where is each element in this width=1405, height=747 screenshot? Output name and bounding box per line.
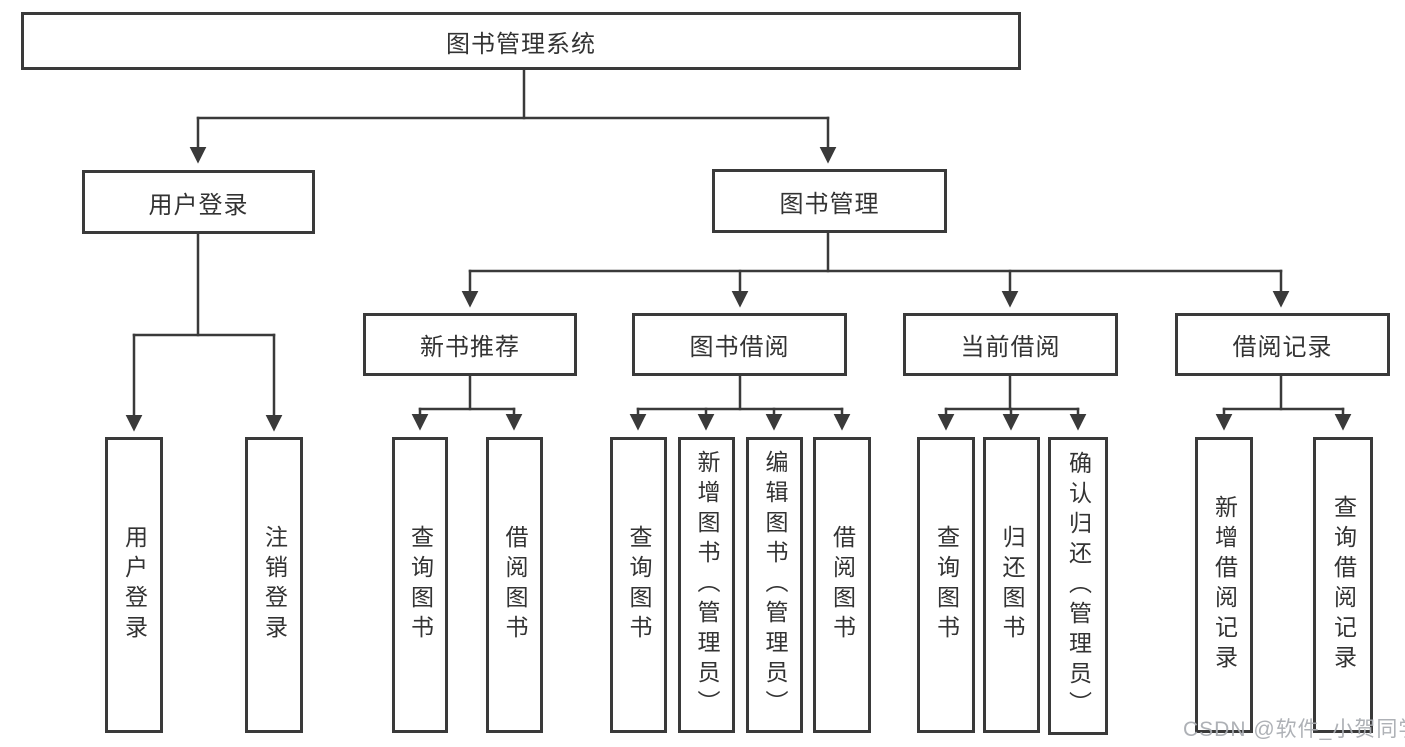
node-label: 新增图书（管理员） (694, 450, 720, 720)
node-label: 图书管理系统 (446, 30, 596, 58)
node-current-borrow: 当前借阅 (903, 313, 1118, 376)
node-root-system: 图书管理系统 (21, 12, 1021, 70)
node-book-borrow: 图书借阅 (632, 313, 847, 376)
node-label: 新增借阅记录 (1211, 495, 1238, 675)
node-label: 借阅图书 (502, 525, 528, 645)
node-label: 当前借阅 (960, 334, 1061, 361)
node-label: 归还图书 (999, 525, 1025, 645)
node-label: 注销登录 (261, 525, 288, 645)
node-label: 图书借阅 (689, 334, 790, 361)
leaf-query-books-2: 查询图书 (610, 437, 667, 733)
leaf-confirm-return-admin: 确认归还（管理员） (1048, 437, 1108, 735)
leaf-borrow-books-2: 借阅图书 (813, 437, 871, 733)
leaf-edit-book-admin: 编辑图书（管理员） (746, 437, 803, 733)
leaf-return-book: 归还图书 (983, 437, 1040, 733)
node-label: 新书推荐 (420, 334, 520, 361)
leaf-add-borrow-record: 新增借阅记录 (1195, 437, 1253, 733)
node-borrow-record: 借阅记录 (1175, 313, 1390, 376)
leaf-borrow-books-1: 借阅图书 (486, 437, 543, 733)
leaf-query-books-3: 查询图书 (917, 437, 975, 733)
node-label: 编辑图书（管理员） (762, 450, 788, 720)
node-label: 用户登录 (121, 525, 148, 645)
leaf-query-books-1: 查询图书 (392, 437, 448, 733)
node-book-management: 图书管理 (712, 169, 947, 233)
leaf-user-login: 用户登录 (105, 437, 163, 733)
leaf-logout: 注销登录 (245, 437, 303, 733)
node-label: 借阅记录 (1232, 334, 1333, 361)
node-label: 图书管理 (779, 190, 880, 218)
node-label: 查询图书 (626, 525, 652, 645)
node-label: 查询图书 (407, 525, 434, 645)
node-label: 用户登录 (148, 191, 249, 219)
node-label: 查询借阅记录 (1330, 495, 1357, 675)
node-label: 借阅图书 (829, 525, 856, 645)
node-label: 确认归还（管理员） (1065, 451, 1092, 721)
leaf-query-borrow-record: 查询借阅记录 (1313, 437, 1373, 733)
node-new-book-recommend: 新书推荐 (363, 313, 577, 376)
node-user-login: 用户登录 (82, 170, 315, 234)
node-label: 查询图书 (933, 525, 960, 645)
leaf-add-book-admin: 新增图书（管理员） (678, 437, 735, 733)
csdn-watermark: CSDN @软件_小贺同学 (1183, 718, 1405, 741)
